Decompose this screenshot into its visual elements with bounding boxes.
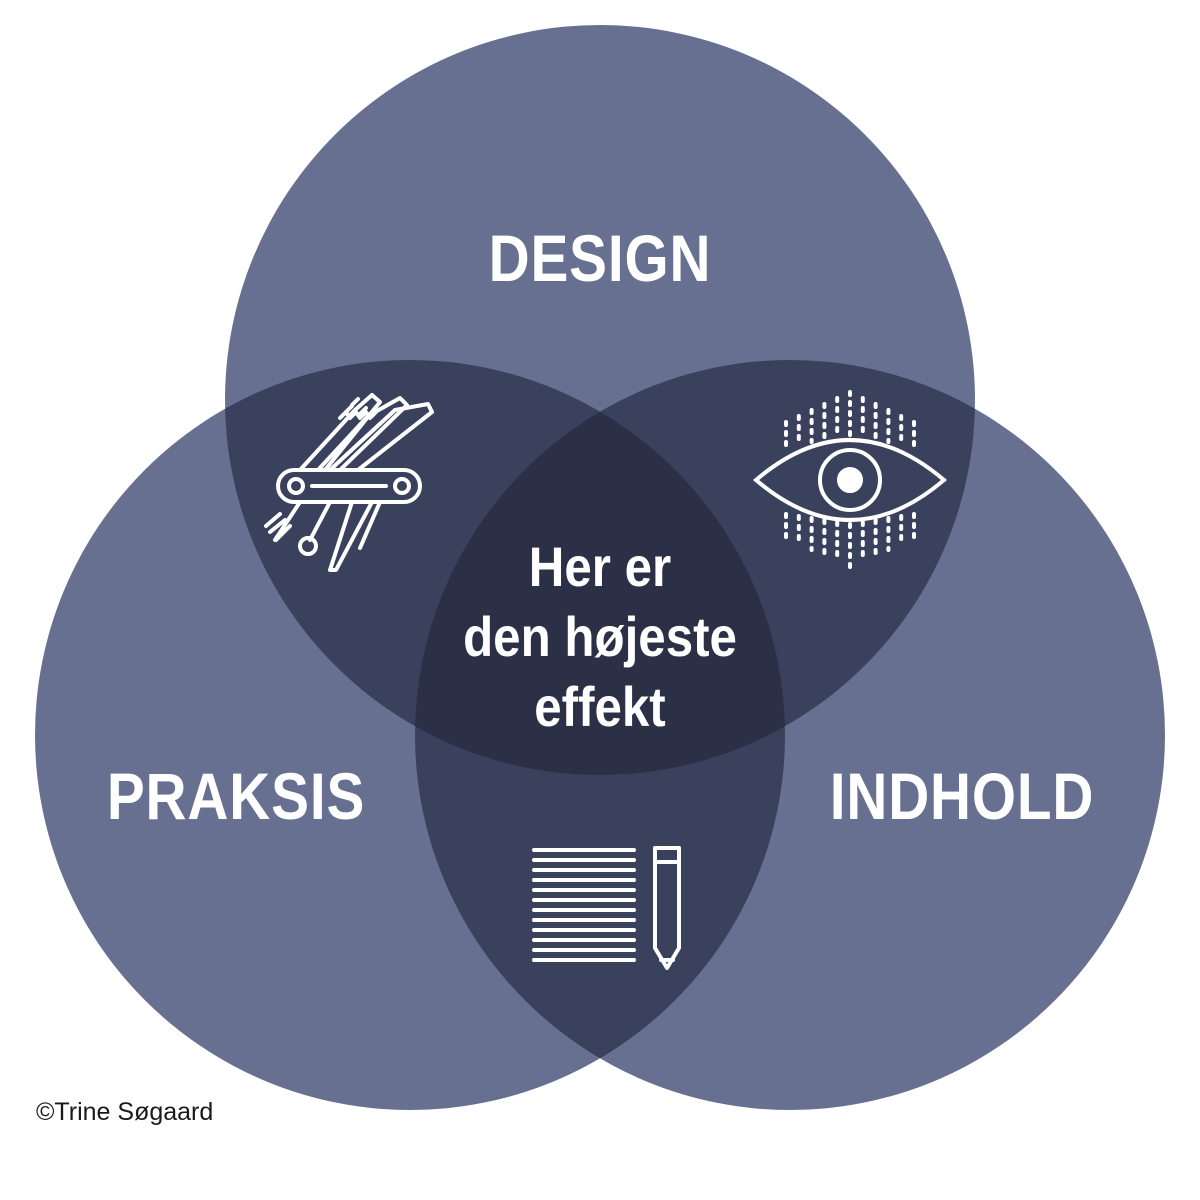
eye-icon bbox=[752, 390, 948, 570]
copyright-notice: ©Trine Søgaard bbox=[36, 1098, 214, 1126]
overlap-center bbox=[415, 360, 785, 775]
center-line-2: den højeste bbox=[463, 605, 737, 668]
center-line-3: effekt bbox=[534, 675, 666, 738]
label-indhold: INDHOLD bbox=[829, 759, 1095, 833]
notes-pencil-icon bbox=[532, 846, 681, 970]
label-design: DESIGN bbox=[488, 221, 712, 295]
multitool-knife-icon bbox=[264, 393, 434, 572]
center-text: Her er den højeste effekt bbox=[463, 532, 737, 742]
center-line-1: Her er bbox=[528, 535, 672, 598]
label-praksis: PRAKSIS bbox=[106, 759, 366, 833]
